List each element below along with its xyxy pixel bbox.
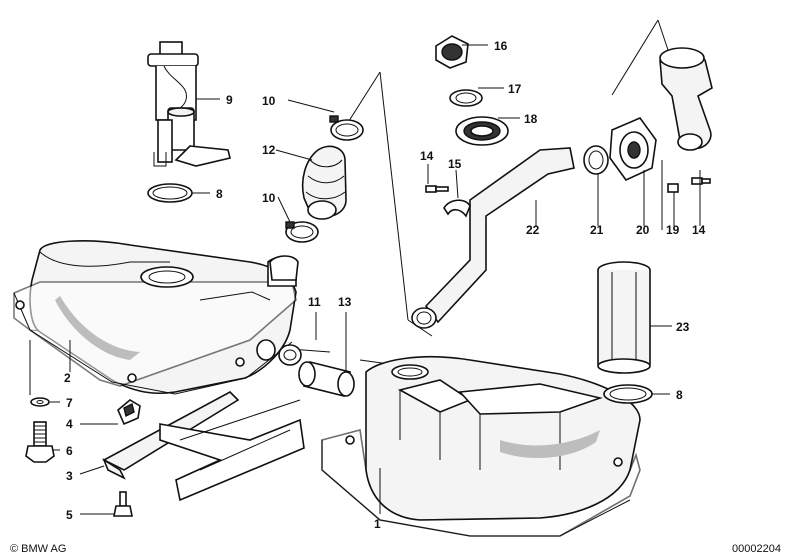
- callout-21: 21: [590, 223, 604, 237]
- tank-bracket: [102, 391, 305, 502]
- callout-3: 3: [66, 469, 73, 483]
- callout-14-right: 14: [692, 223, 706, 237]
- lower-tank-half: [321, 355, 641, 537]
- ring-21: [583, 145, 609, 175]
- callout-11: 11: [308, 295, 321, 309]
- filler-neck-flange: [609, 117, 657, 182]
- seal-ring-upper: [147, 183, 193, 203]
- fasteners-left: [25, 397, 133, 517]
- callout-2: 2: [64, 371, 71, 385]
- callout-20: 20: [636, 223, 650, 237]
- connector-hose: [256, 339, 355, 397]
- filter-insert: [597, 261, 651, 374]
- callout-1: 1: [374, 517, 381, 531]
- screw-and-clip-left: [425, 185, 471, 218]
- upper-tank-half: [13, 240, 297, 395]
- callout-10-upper: 10: [262, 94, 276, 108]
- callout-8-lower: 8: [676, 388, 683, 402]
- callout-19: 19: [666, 223, 680, 237]
- callout-12: 12: [262, 143, 276, 157]
- copyright-text: © BMW AG: [10, 543, 66, 555]
- filler-cap-set: [435, 35, 509, 146]
- callout-labels: 1 2 3 4 5 6 7 8 8 9 10 10 11 12 13 14 14…: [64, 39, 706, 531]
- callout-7: 7: [66, 396, 73, 410]
- callout-10-lower: 10: [262, 191, 276, 205]
- screws-right: [667, 177, 711, 193]
- callout-8-upper: 8: [216, 187, 223, 201]
- callout-23: 23: [676, 320, 690, 334]
- filler-pipe: [411, 147, 575, 329]
- callout-6: 6: [66, 444, 73, 458]
- seal-ring-lower: [603, 384, 653, 404]
- callout-9: 9: [226, 93, 233, 107]
- callout-17: 17: [508, 82, 522, 96]
- fuel-pump-sender: [147, 41, 231, 167]
- callout-13: 13: [338, 295, 352, 309]
- vent-hose: [659, 47, 713, 151]
- clip: [117, 399, 141, 426]
- callout-22: 22: [526, 223, 540, 237]
- diagram-number: 00002204: [732, 543, 781, 555]
- callout-5: 5: [66, 508, 73, 522]
- callout-18: 18: [524, 112, 538, 126]
- hose-and-clamps: [269, 115, 364, 281]
- callout-16: 16: [494, 39, 508, 53]
- callout-15: 15: [448, 157, 462, 171]
- leader-lines: [50, 44, 701, 515]
- callout-4: 4: [66, 417, 73, 431]
- callout-14-left: 14: [420, 149, 434, 163]
